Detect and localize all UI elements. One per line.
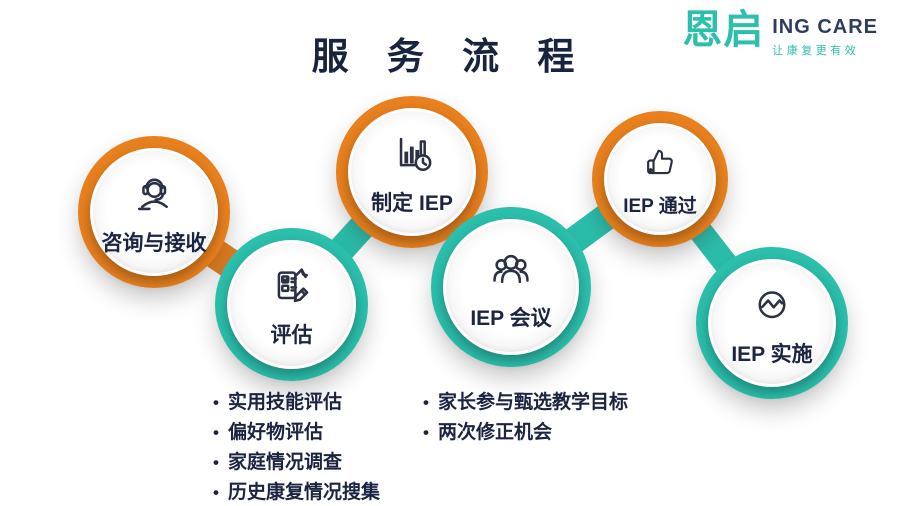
step-inner-circle: IEP 实施 [708, 259, 836, 387]
note-item: 实用技能评估 [213, 388, 380, 418]
step-inner-circle: IEP 会议 [443, 219, 579, 355]
meeting-people-icon [493, 254, 529, 283]
step-label: IEP 会议 [470, 306, 552, 330]
thumbs-up-icon [647, 149, 673, 175]
headset-agent-icon [137, 178, 168, 210]
meeting-notes-list: 家长参与甄选教学目标 两次修正机会 [423, 388, 628, 448]
progress-trend-icon [758, 290, 786, 318]
logo-name: ING CARE [772, 16, 878, 38]
step-consult-receive: 咨询与接收 [78, 136, 230, 288]
step-assessment: 评估 [215, 228, 368, 381]
step-iep-implementation: IEP 实施 [696, 247, 848, 399]
brand-logo: 恩启 ING CARE 让康复更有效 [682, 10, 878, 58]
step-inner-circle: 咨询与接收 [90, 148, 218, 276]
step-label: IEP 实施 [731, 342, 813, 366]
page-title: 服 务 流 程 [311, 36, 589, 77]
note-item: 偏好物评估 [213, 418, 380, 448]
logo-mark: 恩启 [682, 8, 765, 52]
assessment-checklist-icon [277, 268, 308, 303]
logo-text: ING CARE 让康复更有效 [772, 16, 878, 58]
step-iep-meeting: IEP 会议 [431, 207, 591, 367]
note-item: 家庭情况调查 [213, 448, 380, 478]
note-item: 家长参与甄选教学目标 [423, 388, 628, 418]
note-item: 两次修正机会 [423, 418, 628, 448]
step-label: IEP 通过 [623, 196, 697, 217]
assessment-notes-list: 实用技能评估 偏好物评估 家庭情况调查 历史康复情况搜集 [213, 388, 380, 506]
note-item: 历史康复情况搜集 [213, 478, 380, 506]
step-iep-approved: IEP 通过 [592, 111, 728, 247]
step-inner-circle: 制定 IEP [348, 108, 476, 236]
logo-tagline: 让康复更有效 [772, 45, 860, 57]
step-label: 咨询与接收 [101, 231, 207, 255]
step-inner-circle: IEP 通过 [604, 123, 716, 235]
step-inner-circle: 评估 [227, 240, 356, 369]
step-label: 制定 IEP [371, 191, 453, 215]
step-label: 评估 [270, 324, 313, 347]
chart-clock-icon [399, 137, 432, 171]
